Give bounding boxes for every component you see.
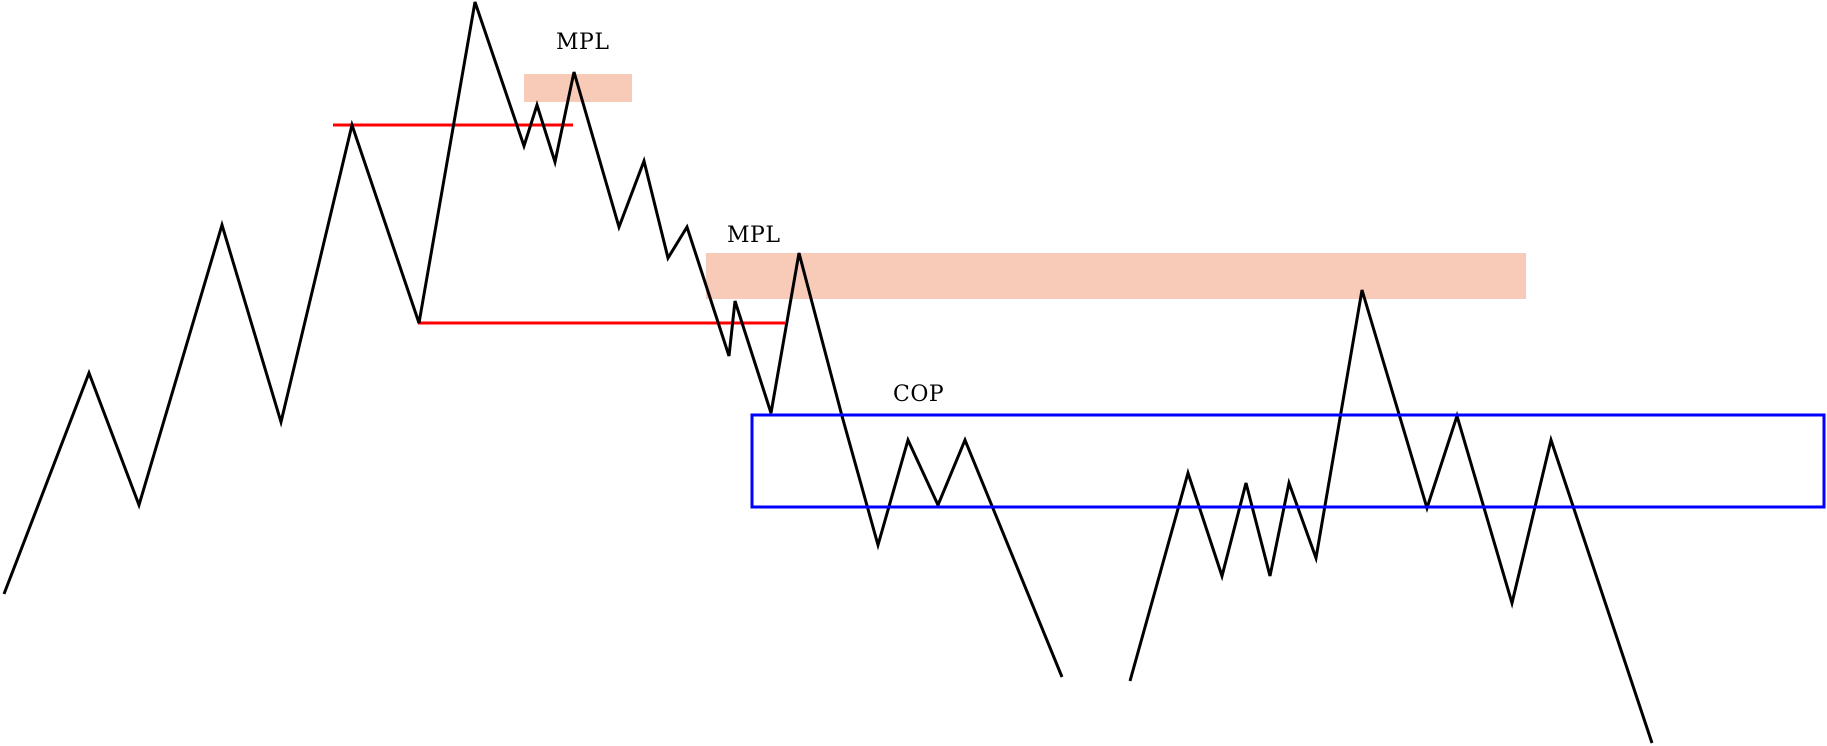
mpl-label-lower: MPL [727,223,780,248]
price-path-left [2,1,1064,678]
price-path-right [1128,289,1654,744]
mpl-label-upper: MPL [556,30,609,55]
cop-zone [750,413,1826,509]
mpl-zone-lower [706,253,1526,299]
cop-label: COP [893,382,944,407]
